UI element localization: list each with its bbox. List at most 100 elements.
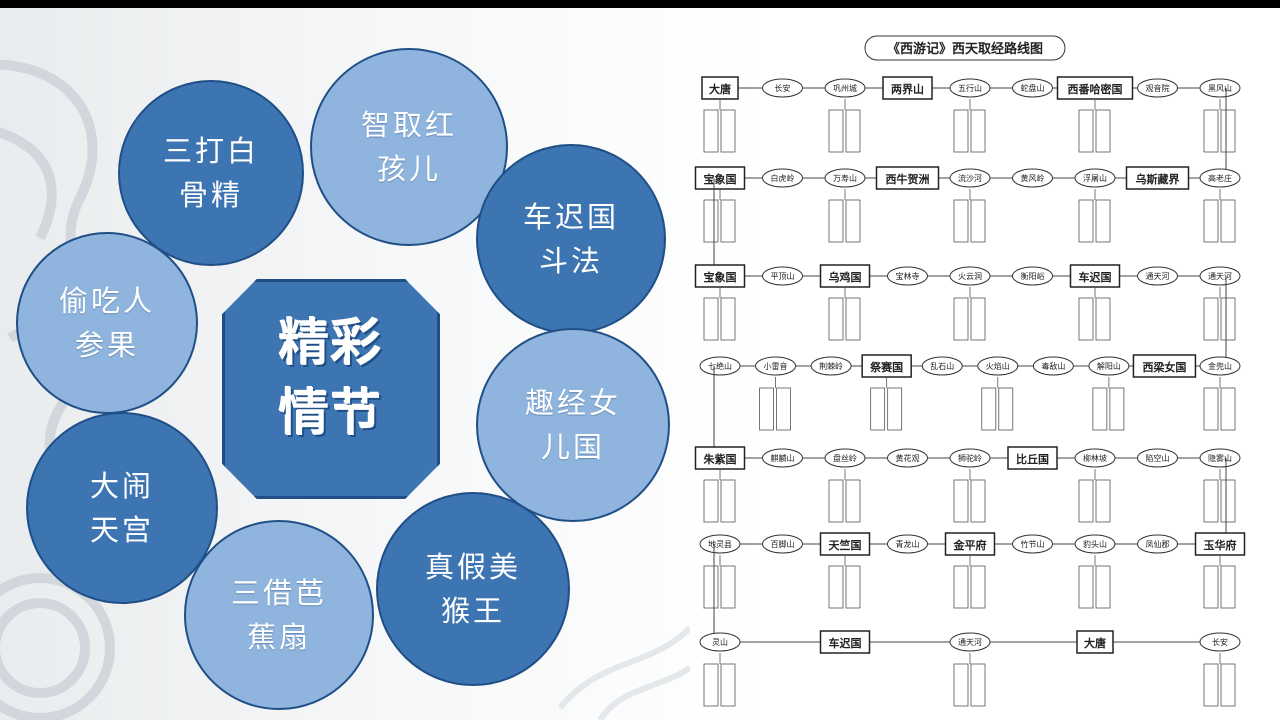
route-stop-label: 衡阳峪 <box>1021 271 1045 281</box>
character-box <box>720 199 736 243</box>
character-box <box>953 109 969 153</box>
character-box <box>1220 387 1236 431</box>
route-stop-label: 宝象国 <box>704 270 737 284</box>
character-box <box>970 663 986 707</box>
route-stop <box>699 632 741 652</box>
route-stop-major <box>875 166 940 190</box>
plot-bubble-palm-fan[interactable]: 三借芭 蕉扇 <box>184 520 374 710</box>
route-stop-label: 通天河 <box>958 637 982 647</box>
character-box <box>1220 479 1236 523</box>
route-stop <box>1012 78 1053 98</box>
route-stop-label: 地灵县 <box>708 539 732 549</box>
route-stop <box>949 632 991 652</box>
route-stop <box>762 78 803 98</box>
route-stop <box>762 448 803 468</box>
plot-bubble-chechi-contest[interactable]: 车迟国 斗法 <box>476 144 666 334</box>
character-box <box>1078 297 1094 341</box>
route-stop-label: 陷空山 <box>1146 453 1170 463</box>
plot-bubble-ginseng-fruit[interactable]: 偷吃人 参果 <box>16 232 198 414</box>
route-stop-label: 高老庄 <box>1208 173 1232 183</box>
route-stop-label: 盘丝岭 <box>833 453 857 463</box>
character-box <box>970 479 986 523</box>
character-box <box>1220 663 1236 707</box>
route-stop <box>1012 266 1053 286</box>
character-box <box>1203 479 1219 523</box>
character-box <box>1078 479 1094 523</box>
center-box <box>222 279 440 499</box>
route-stop-major <box>1007 446 1058 470</box>
route-stop-label: 天竺国 <box>829 538 862 552</box>
character-box <box>1078 199 1094 243</box>
character-box <box>1220 565 1236 609</box>
route-stop <box>949 448 991 468</box>
character-box <box>1220 297 1236 341</box>
plot-bubble-red-boy[interactable]: 智取红 孩儿 <box>310 48 508 246</box>
route-stop-major <box>1132 354 1197 378</box>
route-stop <box>1074 448 1116 468</box>
route-stop-major <box>819 630 871 654</box>
route-stop-label: 通天河 <box>1208 271 1232 281</box>
route-stop <box>1032 356 1074 376</box>
route-stop <box>949 78 991 98</box>
route-stop-label: 七绝山 <box>708 361 732 371</box>
character-box <box>703 297 719 341</box>
route-stop-label: 火焰山 <box>986 361 1010 371</box>
route-stop-label: 巩州城 <box>833 84 857 93</box>
character-box <box>1203 663 1219 707</box>
plot-bubble-true-false-monkey[interactable]: 真假美 猴王 <box>376 492 570 686</box>
character-box <box>970 565 986 609</box>
route-stop <box>1137 534 1178 554</box>
character-box <box>998 387 1014 431</box>
route-stop <box>762 266 803 286</box>
plot-bubble-three-strikes[interactable]: 三打白 骨精 <box>118 80 304 266</box>
route-stop-label: 宝象国 <box>704 172 737 186</box>
character-box <box>953 199 969 243</box>
route-stop <box>824 448 866 468</box>
route-stop <box>1012 534 1053 554</box>
character-box <box>970 109 986 153</box>
route-stop <box>1088 356 1130 376</box>
character-box <box>845 297 861 341</box>
character-box <box>1203 109 1219 153</box>
route-stop-label: 大唐 <box>1084 636 1106 650</box>
character-box <box>828 109 844 153</box>
route-stop <box>1074 168 1116 188</box>
route-stop-label: 凤仙郡 <box>1146 539 1170 549</box>
character-box <box>1109 387 1125 431</box>
character-box <box>953 663 969 707</box>
route-stop-label: 两界山 <box>891 82 924 96</box>
route-stop <box>1137 448 1178 468</box>
route-stop-label: 黑风山 <box>1208 83 1232 93</box>
route-stop <box>699 356 741 376</box>
character-box <box>1220 199 1236 243</box>
route-stop-label: 乌鸡国 <box>829 270 862 284</box>
route-stop-label: 平顶山 <box>771 271 795 281</box>
route-stop-label: 荆棘岭 <box>819 361 843 371</box>
route-stop <box>762 534 803 554</box>
route-stop-label: 长安 <box>1212 637 1228 647</box>
character-box <box>703 199 719 243</box>
character-box <box>1203 297 1219 341</box>
route-stop-label: 黄风岭 <box>1021 173 1045 183</box>
route-stop-major <box>1076 630 1114 654</box>
route-stop-label: 玉华府 <box>1204 538 1237 552</box>
route-stop-label: 火云洞 <box>958 271 982 281</box>
route-stop-label: 金兜山 <box>1208 361 1232 371</box>
route-stop <box>1074 534 1116 554</box>
character-box <box>720 663 736 707</box>
route-stop-major <box>882 76 933 100</box>
route-stop-label: 比丘国 <box>1016 452 1049 466</box>
route-stop <box>1199 266 1241 286</box>
character-box <box>720 479 736 523</box>
character-box <box>1095 109 1111 153</box>
route-stop <box>1199 356 1241 376</box>
plot-bubble-havoc-heaven[interactable]: 大闹 天宫 <box>26 412 218 604</box>
route-stop-label: 解阳山 <box>1097 361 1121 371</box>
plot-bubble-women-kingdom[interactable]: 趣经女 儿国 <box>476 328 670 522</box>
route-stop <box>1012 168 1053 188</box>
map-title-box <box>864 35 1066 61</box>
route-stop-label: 毒敌山 <box>1041 361 1065 371</box>
character-box <box>845 199 861 243</box>
route-stop-label: 狮驼岭 <box>958 453 982 463</box>
character-box <box>953 297 969 341</box>
